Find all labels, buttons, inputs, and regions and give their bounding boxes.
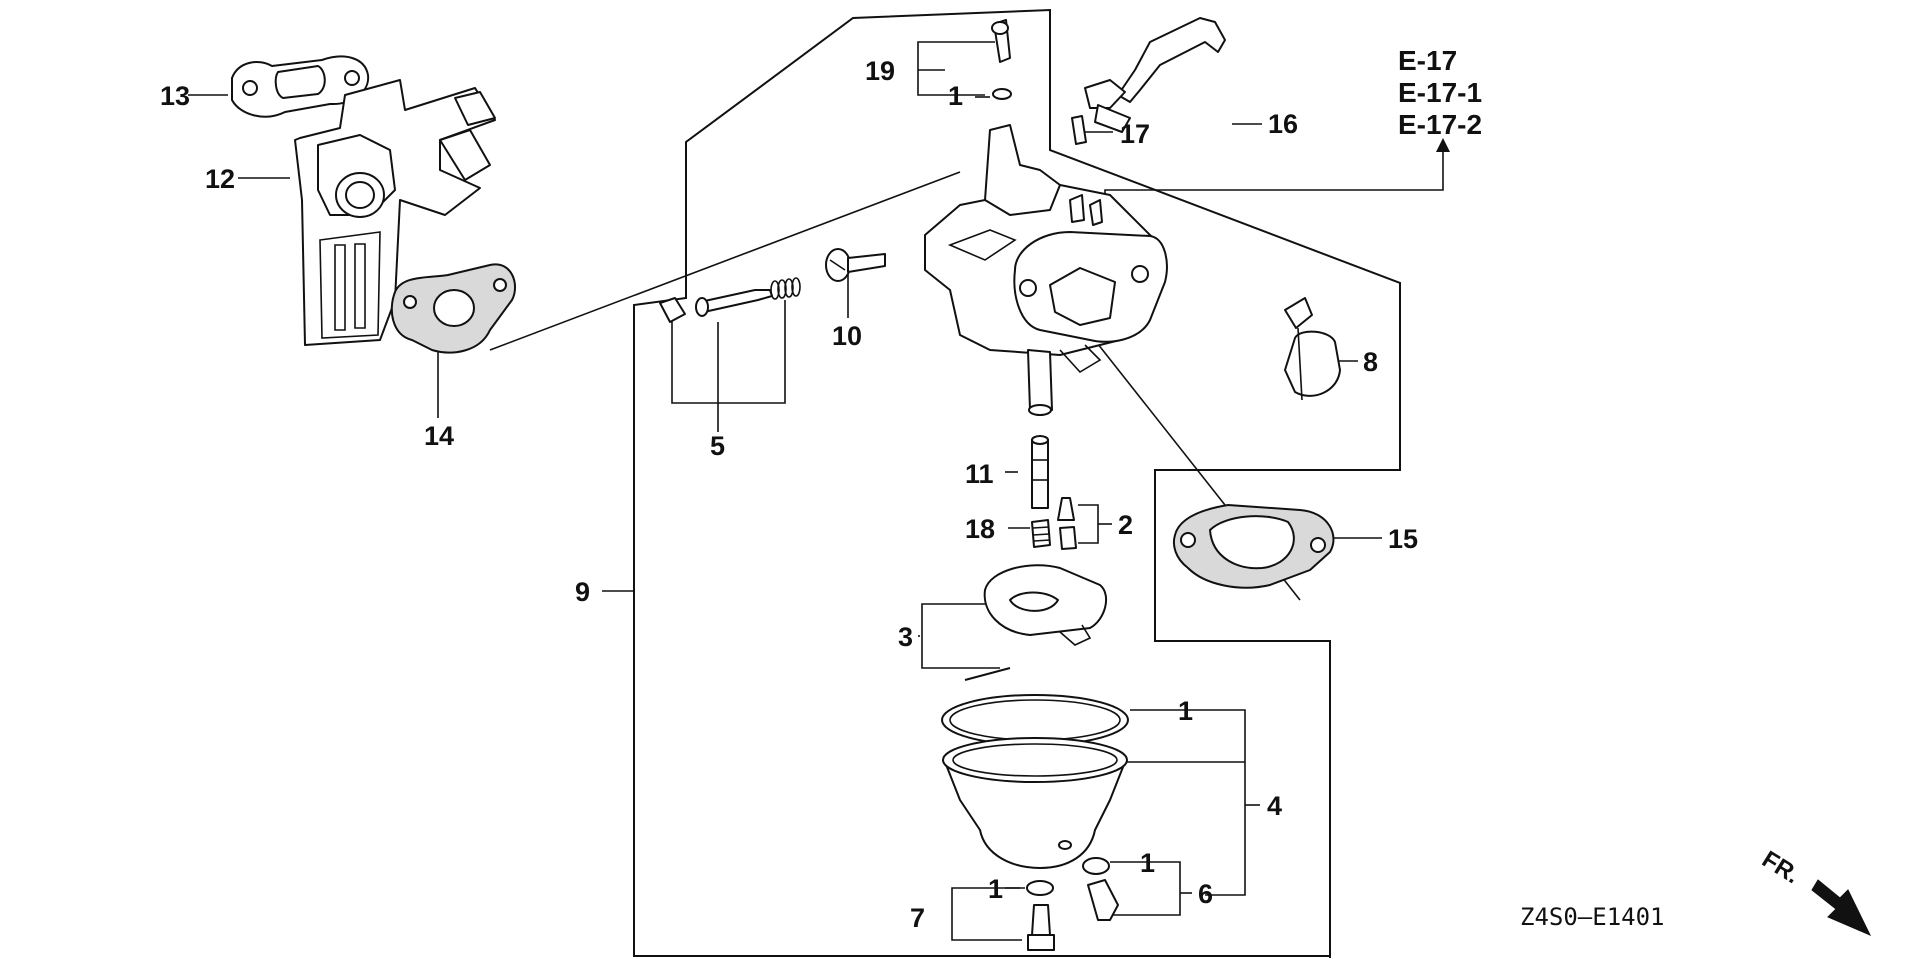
label-1-top: 1 xyxy=(948,81,963,111)
reference-e17-1: E-17-1 xyxy=(1398,77,1482,108)
reference-e17-2: E-17-2 xyxy=(1398,109,1482,140)
label-6: 6 xyxy=(1198,879,1213,909)
label-17: 17 xyxy=(1120,119,1150,149)
label-3: 3 xyxy=(898,622,913,652)
part-19-screw xyxy=(991,19,1012,100)
label-1-chamber: 1 xyxy=(1178,696,1193,726)
label-4: 4 xyxy=(1267,791,1282,821)
label-12: 12 xyxy=(205,164,235,194)
reference-arrow-icon xyxy=(1436,138,1450,152)
label-8: 8 xyxy=(1363,347,1378,377)
label-1-washer-right: 1 xyxy=(1140,848,1155,878)
part-12-bracket xyxy=(294,79,496,346)
part-7-bolt xyxy=(1026,880,1055,951)
label-15: 15 xyxy=(1388,524,1418,554)
label-1-washer-left: 1 xyxy=(988,874,1003,904)
part-4-float-chamber xyxy=(941,694,1129,869)
label-19: 19 xyxy=(865,56,895,86)
front-direction-label: FR. xyxy=(1757,846,1804,889)
part-2-float-valve xyxy=(1057,497,1077,550)
part-18-main-jet xyxy=(1031,519,1051,548)
leader-lines xyxy=(188,41,1444,941)
label-11: 11 xyxy=(965,459,994,489)
label-7: 7 xyxy=(910,903,925,933)
label-10: 10 xyxy=(832,321,862,351)
drawing-code: Z4S0—E1401 xyxy=(1520,903,1665,931)
part-11-main-nozzle xyxy=(1031,435,1049,509)
part-15-gasket xyxy=(1172,504,1335,589)
part-14-gasket xyxy=(390,263,516,354)
part-16-choke-set xyxy=(1071,17,1226,145)
label-2: 2 xyxy=(1118,510,1133,540)
part-3-float xyxy=(964,564,1108,681)
part-8-choke-valve xyxy=(1284,297,1341,401)
label-14: 14 xyxy=(424,421,454,451)
front-direction-arrow-icon xyxy=(1811,879,1872,936)
assembly-boundary xyxy=(633,8,1401,958)
part-6-drain-bolt xyxy=(1082,857,1119,921)
label-5: 5 xyxy=(710,431,725,461)
label-13: 13 xyxy=(160,81,190,111)
label-16: 16 xyxy=(1268,109,1298,139)
part-13-gasket xyxy=(231,55,370,118)
part-5-pilot-screw-set xyxy=(659,277,801,323)
label-18: 18 xyxy=(965,514,995,544)
label-9: 9 xyxy=(575,577,590,607)
carburetor-body xyxy=(924,124,1168,416)
part-10-screw xyxy=(825,248,886,282)
reference-e17: E-17 xyxy=(1398,45,1457,76)
